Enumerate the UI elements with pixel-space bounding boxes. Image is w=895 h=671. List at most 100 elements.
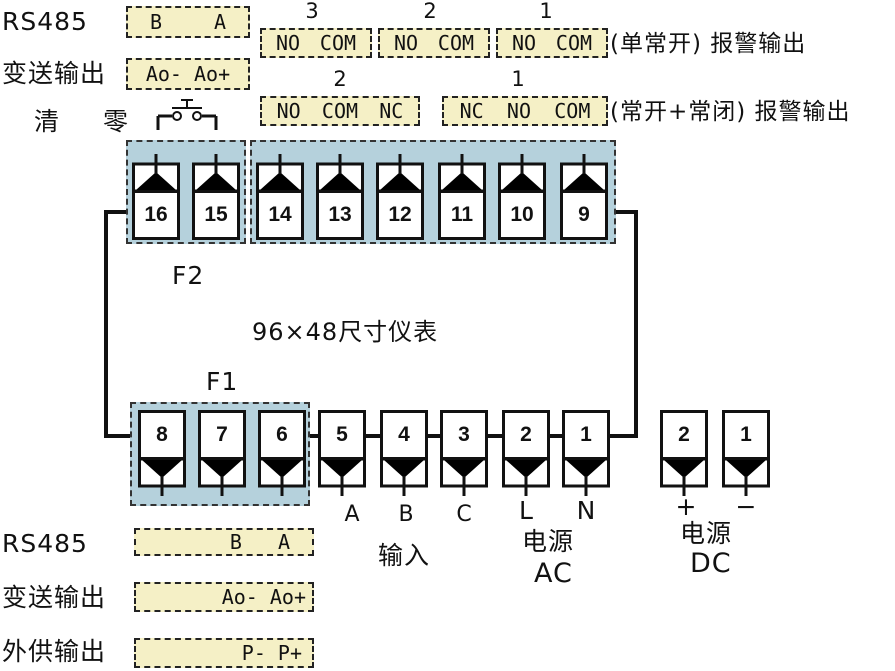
bottom-terminal-3-number: 3 [458,423,470,446]
bottom-terminal-3-connector-icon [440,458,488,496]
right-wire [634,210,638,438]
alarm-single-2-com: COM [437,31,475,55]
bottom-aux-box: P- P+ [134,638,314,668]
top-terminal-12: 12 [376,190,424,240]
dc-terminal-1: 1 [722,410,770,460]
reset-button-icon [156,99,218,130]
pin-c-label: C [456,502,472,527]
top-terminal-12-connector-icon [376,154,424,192]
alarm-single-suffix: (单常开) 报警输出 [610,31,807,57]
pin-minus-label: − [735,492,757,521]
alarm-dual-1-nc: NC [459,99,484,123]
top-terminal-16-number: 16 [144,203,168,226]
bottom-terminal-6-connector-icon [258,458,306,496]
bottom-terminal-8-number: 8 [156,423,168,446]
bottom-terminal-7-number: 7 [216,423,228,446]
alarm-dual-2-com: COM [321,99,359,123]
top-terminal-11-connector-icon [438,154,486,192]
bottom-rs485-a: A [277,530,290,554]
left-wire-top [104,210,130,214]
bottom-terminal-5-number: 5 [336,423,348,446]
top-terminal-15: 15 [192,190,240,240]
alarm-single-3-num: 3 [305,0,319,23]
bottom-terminal-5: 5 [318,410,366,460]
input-label: 输入 [378,541,431,570]
alarm-single-2-box: NO COM [378,28,490,58]
top-terminal-15-connector-icon [192,154,240,192]
top-terminal-9: 9 [560,190,608,240]
top-terminal-9-connector-icon [560,154,608,192]
alarm-single-1-box: NO COM [496,28,608,58]
top-rs485-b: B [150,10,163,34]
bottom-terminal-6: 6 [258,410,306,460]
top-terminal-14-connector-icon [256,154,304,192]
top-transmit-text: Ao- Ao+ [145,62,231,86]
top-terminal-15-number: 15 [204,203,228,226]
top-terminal-11-number: 11 [450,203,474,226]
top-terminal-10-number: 10 [510,203,534,226]
alarm-dual-1-num: 1 [511,67,525,91]
bottom-rs485-b: B [229,530,242,554]
dc-terminal-1-connector-icon [722,458,770,496]
top-terminal-10-connector-icon [498,154,546,192]
bottom-terminal-7-connector-icon [198,458,246,496]
alarm-dual-2-num: 2 [333,67,347,91]
bottom-terminal-1-connector-icon [562,458,610,496]
left-wire-bottom [104,434,138,438]
top-terminal-14: 14 [256,190,304,240]
dc-terminal-2-connector-icon [660,458,708,496]
alarm-dual-1-com: COM [554,99,591,123]
alarm-dual-1-no: NO [506,99,532,123]
f2-group-right [250,140,616,244]
bottom-terminal-2: 2 [502,410,550,460]
bottom-terminal-4: 4 [380,410,428,460]
bottom-terminal-1-number: 1 [580,423,592,446]
alarm-single-2-no: NO [393,31,419,55]
alarm-single-3-box: NO COM [260,28,372,58]
bottom-terminal-8-connector-icon [138,458,186,496]
top-transmit-box: Ao- Ao+ [126,58,250,90]
pin-b-label: B [398,502,414,527]
dc-terminal-2-number: 2 [678,423,690,446]
top-terminal-12-number: 12 [388,203,412,226]
alarm-single-1-no: NO [511,31,537,55]
bottom-rs485-box: B A [134,528,314,556]
alarm-dual-suffix: (常开+常闭) 报警输出 [610,99,851,125]
f1-label: F1 [206,367,239,396]
ac-label: AC [534,558,573,589]
top-terminal-13: 13 [316,190,364,240]
bottom-terminal-7: 7 [198,410,246,460]
pin-n-label: N [576,496,596,525]
bottom-terminal-8: 8 [138,410,186,460]
alarm-single-1-num: 1 [539,0,553,23]
top-clear-label: 清 零 [34,107,146,136]
pin-l-label: L [519,496,533,525]
bottom-transmit-label: 变送输出 [2,583,107,612]
bottom-terminal-4-number: 4 [398,423,410,446]
top-rs485-label: RS485 [2,7,88,36]
top-terminal-10: 10 [498,190,546,240]
alarm-dual-2-box: NO COM NC [260,96,420,126]
top-terminal-16-connector-icon [132,154,180,192]
bottom-terminal-3: 3 [440,410,488,460]
top-terminal-11: 11 [438,190,486,240]
alarm-single-1-com: COM [555,31,593,55]
pin-plus-label: + [675,492,697,521]
bottom-terminal-1: 1 [562,410,610,460]
meter-size-label: 96×48尺寸仪表 [252,318,439,346]
bottom-terminal-6-number: 6 [276,423,288,446]
bottom-terminal-4-connector-icon [380,458,428,496]
top-rs485-a: A [213,10,226,34]
top-terminal-16: 16 [132,190,180,240]
alarm-single-3-no: NO [275,31,301,55]
bottom-terminal-5-connector-icon [318,458,366,496]
alarm-single-3-com: COM [319,31,357,55]
top-transmit-label: 变送输出 [2,59,107,88]
dc-terminal-1-number: 1 [740,423,752,446]
pin-a-label: A [344,502,360,527]
bottom-aux-label: 外供输出 [2,637,107,666]
f2-label: F2 [172,261,205,290]
bottom-terminal-2-number: 2 [520,423,532,446]
top-terminal-9-number: 9 [578,203,590,226]
right-wire-bottom [608,434,638,438]
